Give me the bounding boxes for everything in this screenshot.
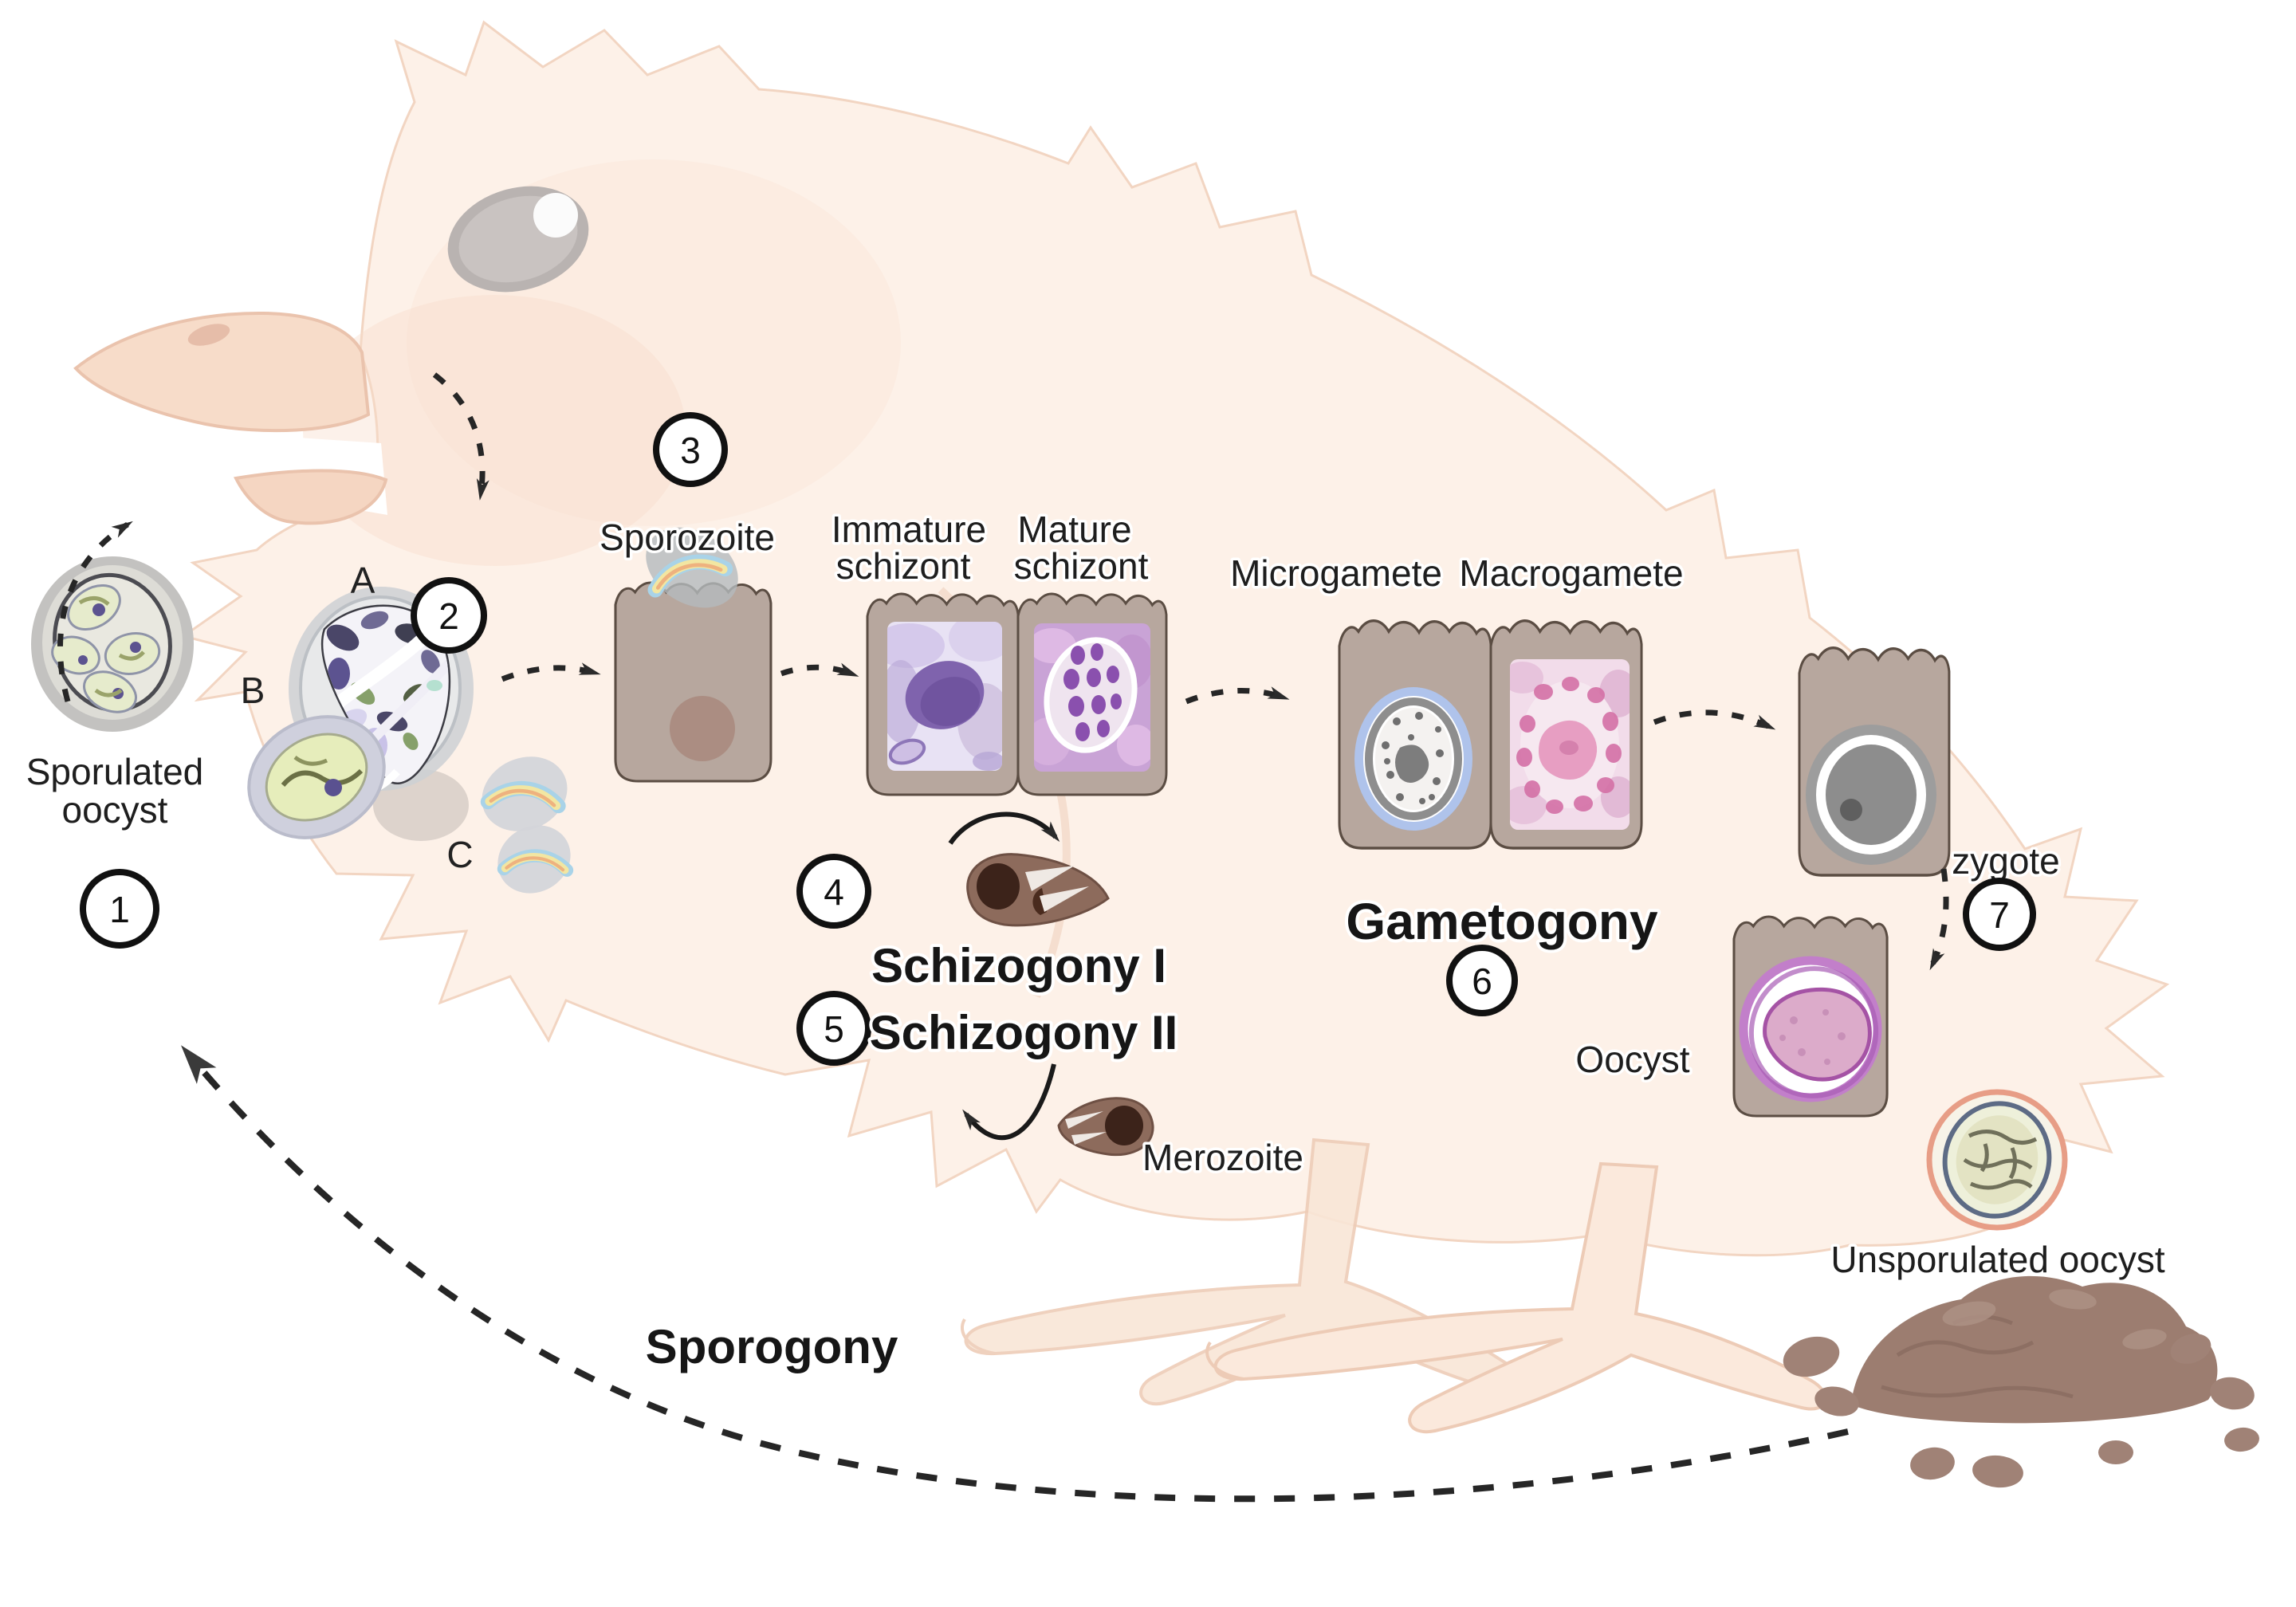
eye-highlight bbox=[533, 193, 578, 238]
feces-pile bbox=[1783, 1275, 2259, 1488]
arrow-to-zygote bbox=[1653, 709, 1776, 730]
chick-body bbox=[180, 20, 2170, 1257]
flow-arrows bbox=[57, 372, 1949, 1503]
sporozoite-pair-c bbox=[470, 756, 583, 894]
microgamete-label: Microgamete bbox=[1230, 552, 1442, 594]
microgamete-nucleus bbox=[1395, 745, 1429, 783]
lower-beak bbox=[233, 469, 388, 525]
mature-schizont-histology bbox=[1034, 623, 1150, 772]
arrow-to-schizont bbox=[780, 662, 859, 678]
sporulated-oocyst bbox=[31, 556, 194, 732]
merozoite-label: Merozoite bbox=[1142, 1137, 1303, 1178]
microgamete-cell bbox=[1338, 619, 1492, 850]
arrow-to-gametes bbox=[1185, 686, 1290, 705]
merozoite-top bbox=[966, 853, 1110, 927]
step-circle-2: 2 bbox=[411, 577, 487, 654]
unsporulated-texture bbox=[1963, 1130, 2038, 1190]
zygote-nucleolus bbox=[1840, 799, 1862, 821]
macrogamete-label: Macrogamete bbox=[1459, 552, 1683, 594]
upper-beak bbox=[73, 311, 371, 433]
arrow-swallow bbox=[432, 372, 489, 501]
arrow-shedding-cycle bbox=[180, 1045, 1849, 1503]
oocyst-label: Oocyst bbox=[1575, 1039, 1689, 1080]
mature-schizont-label-line2: schizont bbox=[1014, 545, 1149, 587]
step-circle-6: 6 bbox=[1446, 945, 1518, 1016]
chick-eye bbox=[447, 186, 589, 293]
step-number-5: 5 bbox=[824, 1008, 844, 1050]
mature-schizont-cell bbox=[1016, 592, 1168, 796]
stage-letter-b: B bbox=[241, 670, 265, 711]
stage-letter-a: A bbox=[351, 560, 375, 601]
arrow-ingestion bbox=[57, 521, 133, 702]
sporulated-oocyst-label-line1: Sporulated bbox=[26, 751, 204, 792]
microgamete-dots bbox=[1382, 712, 1444, 804]
step-number-7: 7 bbox=[1989, 894, 2010, 936]
mature-schizont-label-line1: Mature bbox=[1017, 509, 1131, 550]
schizogony1-label: Schizogony I bbox=[871, 939, 1166, 992]
oocyst-inner-mass bbox=[1763, 987, 1872, 1082]
arrow-to-sporozoite bbox=[501, 662, 601, 682]
stage-letter-c: C bbox=[446, 834, 473, 875]
step-circle-4: 4 bbox=[796, 854, 871, 929]
merozoite-bottom bbox=[1057, 1097, 1154, 1157]
sporozoite-label: Sporozoite bbox=[600, 517, 775, 558]
immature-schizont-histology bbox=[887, 622, 1002, 771]
schizogony-loop-arrow-bottom bbox=[962, 1063, 1056, 1141]
feces-scatter bbox=[1783, 1334, 2259, 1488]
macrogamete-histology bbox=[1510, 659, 1630, 830]
step-circle-5: 5 bbox=[796, 991, 871, 1066]
zygote-label: zygote bbox=[1952, 840, 2060, 882]
sporozoite-cell bbox=[614, 527, 773, 783]
host-cell-nucleus bbox=[670, 696, 735, 761]
arrow-zygote-to-oocyst bbox=[1929, 868, 1949, 971]
schizogony2-label: Schizogony II bbox=[870, 1006, 1178, 1059]
immature-schizont-label-line2: schizont bbox=[836, 545, 971, 587]
macrogamete-cell bbox=[1489, 619, 1643, 850]
chick-chin-shading bbox=[303, 295, 686, 566]
zygote-cell bbox=[1798, 646, 1951, 877]
chick-illustration bbox=[73, 20, 2170, 1434]
step-number-3: 3 bbox=[680, 430, 701, 471]
sporocyst-b-texture bbox=[281, 755, 364, 796]
step-number-4: 4 bbox=[824, 871, 844, 913]
gametogony-label: Gametogony bbox=[1346, 893, 1658, 950]
unsporulated-oocyst-label: Unsporulated oocyst bbox=[1830, 1239, 2165, 1280]
step-circle-1: 1 bbox=[80, 869, 159, 949]
oocyst-cell bbox=[1732, 915, 1889, 1118]
chick-beak bbox=[73, 311, 388, 525]
unsporulated-oocyst bbox=[1926, 1089, 2068, 1231]
nostril bbox=[187, 324, 230, 346]
sporulated-oocyst-label-line2: oocyst bbox=[62, 789, 168, 831]
step-number-1: 1 bbox=[109, 889, 130, 930]
oocyst-texture bbox=[1779, 1009, 1846, 1065]
step-circle-7: 7 bbox=[1963, 878, 2036, 951]
step-circle-3: 3 bbox=[653, 412, 728, 487]
sporogony-label: Sporogony bbox=[646, 1320, 898, 1373]
schizogony-loop-arrow-top bbox=[948, 811, 1060, 845]
step-number-2: 2 bbox=[438, 595, 459, 637]
step-number-6: 6 bbox=[1472, 961, 1492, 1002]
immature-schizont-label-line1: Immature bbox=[832, 509, 986, 550]
immature-schizont-cell bbox=[866, 592, 1020, 796]
